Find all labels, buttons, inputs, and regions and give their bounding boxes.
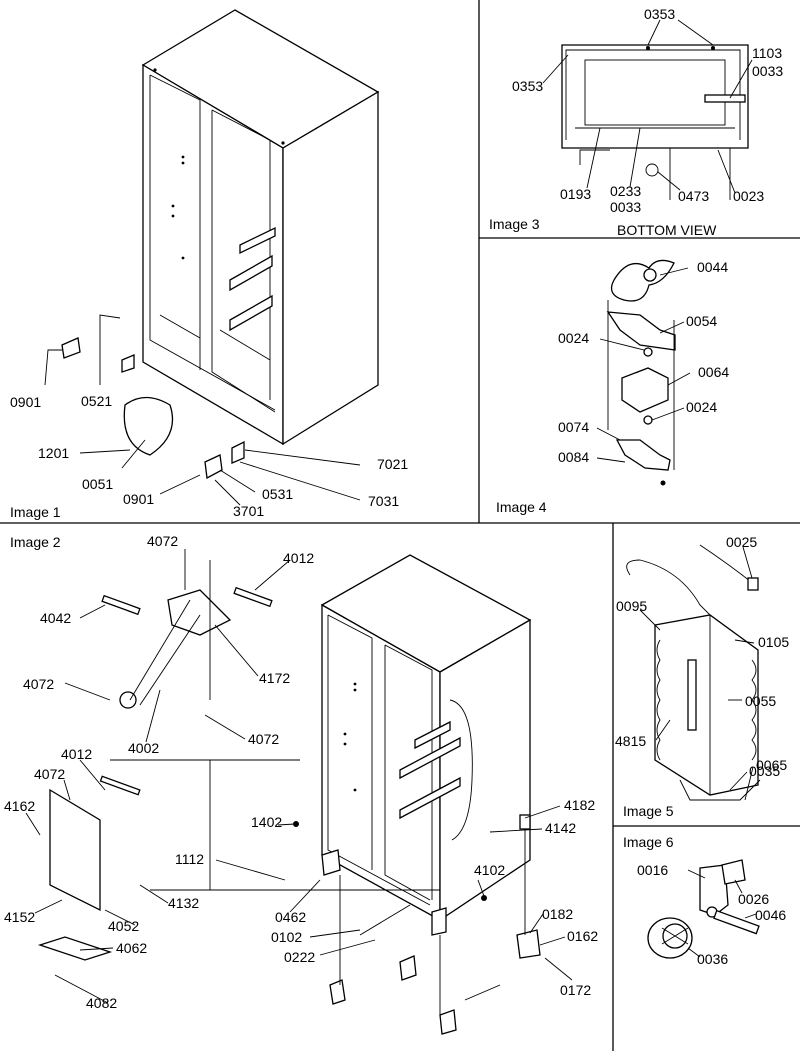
panel-label-image4: Image 4 [496,499,547,515]
image3-drawing [542,19,753,200]
callout: 0193 [560,186,591,202]
callout: 0033 [610,199,641,215]
callout: 4152 [4,909,35,925]
callout: 0055 [745,693,776,709]
callout: 0035 [749,763,780,779]
callout: 0051 [82,476,113,492]
callout: 4815 [615,733,646,749]
callout: 0172 [560,982,591,998]
panel-label-image3: Image 3 [489,216,540,232]
image6-drawing [647,859,760,959]
callout: 4072 [23,676,54,692]
callout: 4002 [128,740,159,756]
callout: 4052 [108,918,139,934]
callout: 0025 [726,534,757,550]
callout: 0033 [752,63,783,79]
callout: 0046 [755,907,786,923]
panel-label-image2: Image 2 [10,534,61,550]
image5-callouts: 0025 0095 0105 0055 4815 0035 0065 [615,534,789,779]
callout: 1402 [251,814,282,830]
callout: 0462 [275,909,306,925]
callout: 4082 [86,995,117,1011]
callout: 4172 [259,670,290,686]
callout: 4012 [61,746,92,762]
callout: 7031 [368,493,399,509]
callout: 0064 [698,364,729,380]
callout: 0901 [123,491,154,507]
callout: 4102 [474,862,505,878]
callout: 4182 [564,797,595,813]
callout: 1112 [175,851,204,867]
image2-drawing [25,549,573,1035]
callout: 7021 [377,456,408,472]
callout: 0473 [678,188,709,204]
callout: 3701 [233,503,264,519]
callout: 4132 [168,895,199,911]
callout: 0531 [262,486,293,502]
callout: 0036 [697,951,728,967]
callout: 0353 [512,78,543,94]
image4-drawing [596,259,691,486]
callout: 4072 [248,731,279,747]
callout: 4142 [545,820,576,836]
image3-callouts: 0353 1103 0033 0353 0193 0233 0033 0473 … [512,6,783,215]
callout: 4042 [40,610,71,626]
panel-label-image6: Image 6 [623,834,674,850]
callout: 0105 [758,634,789,650]
callout: 0026 [738,891,769,907]
callout: 0065 [756,757,787,773]
callout: 0084 [558,449,589,465]
image5-drawing [626,544,761,801]
callout: 0102 [271,929,302,945]
callout: 0016 [637,862,668,878]
panel-label-image1: Image 1 [10,504,61,520]
image3-caption: BOTTOM VIEW [617,222,717,238]
callout: 0023 [733,188,764,204]
callout: 0024 [558,330,589,346]
callout: 0901 [10,394,41,410]
image2-callouts: 4072 4012 4042 4072 4172 4002 4072 4012 … [4,533,598,1011]
callout: 0521 [81,393,112,409]
image6-callouts: 0016 0026 0046 0036 [637,862,786,967]
callout: 4012 [283,550,314,566]
callout: 0074 [558,419,589,435]
callout: 0222 [284,949,315,965]
panel-label-image5: Image 5 [623,803,674,819]
image4-callouts: 0044 0054 0024 0064 0024 0074 0084 [558,259,729,465]
callout: 0233 [610,183,641,199]
callout: 4162 [4,798,35,814]
image1-callouts: 0901 0521 1201 0051 0901 0531 3701 7021 … [10,393,408,519]
callout: 4072 [147,533,178,549]
callout: 0182 [542,906,573,922]
callout: 4072 [34,766,65,782]
callout: 0353 [644,6,675,22]
callout: 0024 [686,399,717,415]
callout: 0044 [697,259,728,275]
image1-drawing [44,9,380,506]
callout: 1103 [752,45,782,61]
callout: 0162 [567,928,598,944]
callout: 1201 [38,445,69,461]
callout: 4062 [116,940,147,956]
callout: 0095 [616,598,647,614]
callout: 0054 [686,313,717,329]
